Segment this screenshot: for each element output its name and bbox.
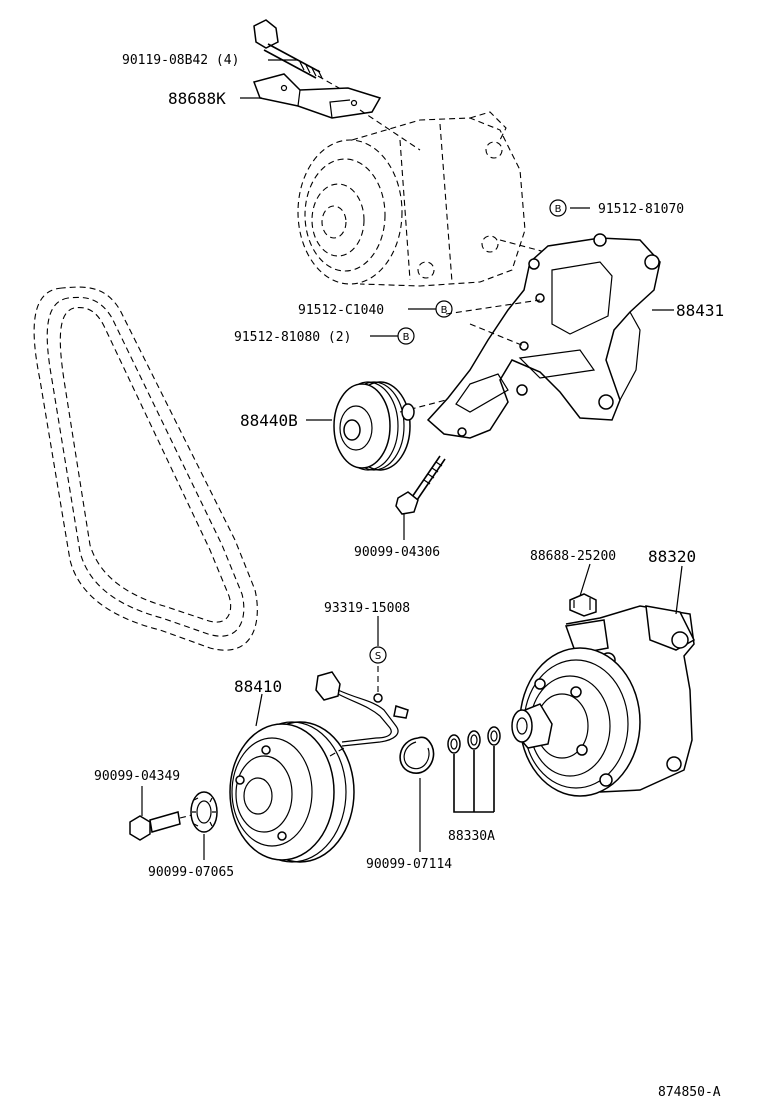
figure-id: 874850-A [658, 1085, 721, 1100]
svg-text:B: B [555, 204, 562, 215]
idler-pulley-graphic [333, 381, 447, 471]
marker-b-1: B [549, 199, 567, 217]
snap-ring-graphic [399, 736, 435, 774]
top-bracket-graphic [253, 73, 421, 151]
label-bracket-main: 88431 [676, 301, 724, 320]
label-switch: 93319-15008 [324, 601, 410, 616]
clip-graphic [569, 593, 597, 617]
label-bolt-b1: 91512-81070 [598, 202, 684, 217]
washer-graphic [190, 791, 218, 833]
label-clutch: 88410 [234, 677, 282, 696]
clutch-graphic [229, 721, 355, 863]
label-bolt-b3: 91512-81080 (2) [234, 330, 351, 345]
compressor-outline-dashed [297, 111, 561, 287]
svg-text:B: B [403, 332, 410, 343]
v-belt [33, 286, 258, 651]
label-shims: 88330A [448, 829, 495, 844]
clutch-bolt-graphic [129, 811, 197, 841]
marker-b-3: B [397, 327, 415, 345]
marker-b-2: B [435, 300, 453, 318]
label-bolt-b2: 91512-C1040 [298, 303, 384, 318]
leader-lines [141, 59, 683, 860]
shims-graphic [447, 726, 501, 813]
label-clip: 88688-25200 [530, 549, 616, 564]
compressor-graphic [511, 605, 695, 797]
label-bracket-top: 88688K [168, 89, 226, 108]
label-idler-bolt: 90099-04306 [354, 545, 440, 560]
marker-s: S [369, 646, 387, 664]
label-compressor: 88320 [648, 547, 696, 566]
label-idler-pulley: 88440B [240, 411, 298, 430]
svg-text:B: B [441, 305, 448, 316]
label-bolt-top: 90119-08B42 (4) [122, 53, 239, 68]
switch-wire-graphic [315, 666, 409, 747]
main-bracket-graphic [426, 233, 661, 439]
label-washer: 90099-07065 [148, 865, 234, 880]
label-clutch-bolt: 90099-04349 [94, 769, 180, 784]
svg-text:S: S [375, 651, 381, 662]
idler-bolt-graphic [395, 455, 446, 515]
label-snap-ring: 90099-07114 [366, 857, 452, 872]
